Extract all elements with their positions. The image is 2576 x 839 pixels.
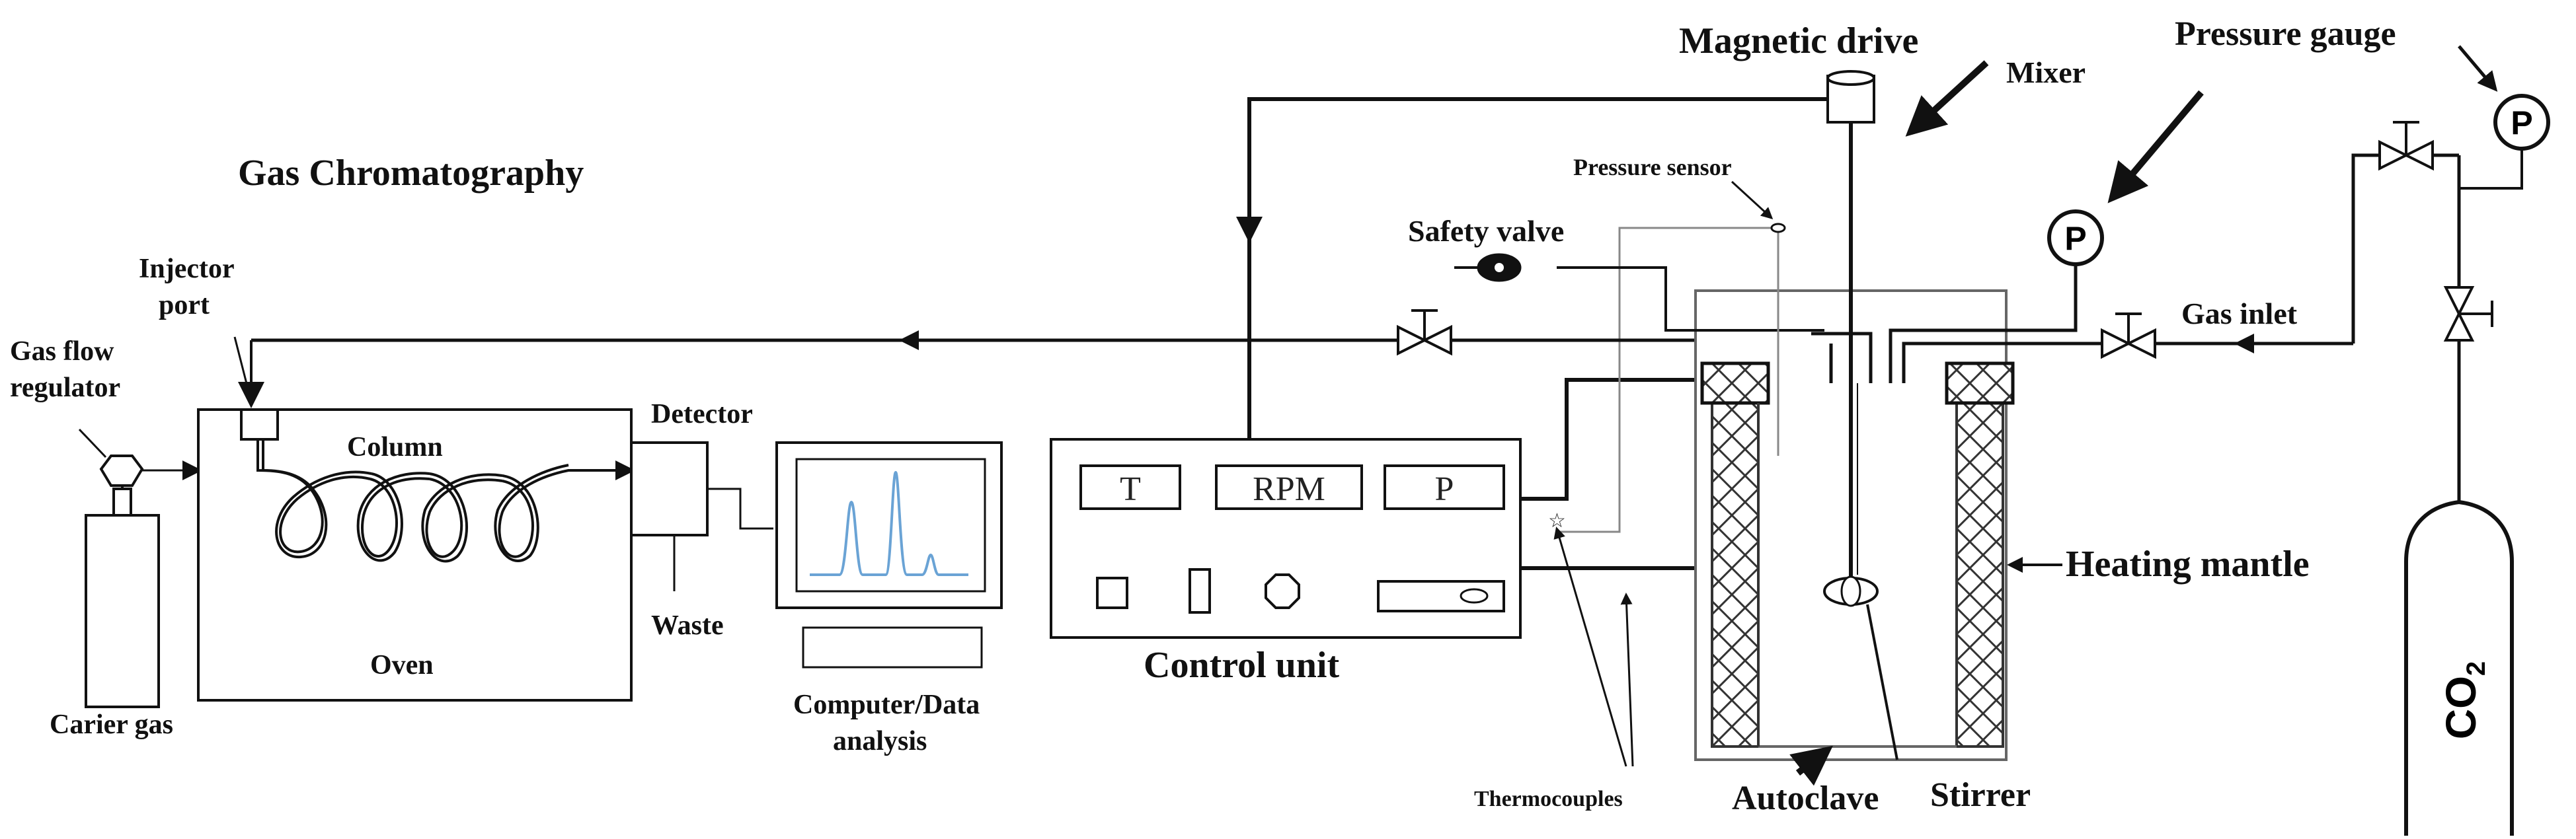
control-square-button [1096,577,1128,609]
top-valve-icon [2378,121,2434,171]
return-line-valve-icon [1397,309,1452,356]
co2-label: CO2 [2437,661,2491,739]
pressure-gauge-label: Pressure gauge [2175,15,2396,53]
svg-text:CO2: CO2 [2437,661,2491,739]
display-t: T [1120,470,1141,508]
display-t-box [1079,464,1181,510]
safety-valve-label: Safety valve [1408,214,1564,248]
detector-box [630,441,709,536]
waste-label: Waste [651,610,724,641]
cylinder-valve-icon [2443,286,2493,342]
gas-inlet-valve-icon [2101,312,2156,359]
pressure-gauge-right-icon [2493,94,2550,151]
detector-label: Detector [651,399,753,429]
display-p: P [1435,470,1454,508]
oven-label: Oven [370,650,434,680]
injector-port-label-2: port [159,290,210,320]
display-rpm-box [1215,464,1363,510]
pressure-gauge-left-icon [2047,209,2104,266]
carrier-gas-neck [112,488,132,517]
control-unit-label: Control unit [1144,645,1339,686]
heating-mantle-left [1711,402,1760,748]
computer-label-2: analysis [833,726,927,756]
display-rpm: RPM [1253,470,1325,508]
control-knob [1265,573,1300,609]
gas-chromatography-title: Gas Chromatography [238,153,584,194]
display-p-box [1384,464,1505,510]
computer-keyboard [802,626,983,669]
magnetic-drive-label: Magnetic drive [1679,20,1918,61]
heating-mantle-right [1955,402,2004,748]
injector-port-label-1: Injector [139,254,235,284]
gas-flow-regulator-label-2: regulator [10,373,120,403]
carrier-gas-cylinder [85,514,160,708]
thermocouples-label: Thermocouples [1474,787,1623,811]
chromatogram-peaks [810,470,968,576]
co2-cylinder [2404,499,2514,836]
column-label: Column [347,432,443,462]
carrier-gas-label: Carier gas [50,710,173,740]
control-vertical-switch [1189,568,1211,614]
control-to-drive-line [1247,97,1831,439]
pressure-sensor-label: Pressure sensor [1573,154,1732,180]
autoclave-label: Autoclave [1732,780,1879,817]
mixer-label: Mixer [2006,55,2086,89]
oven-box [197,408,633,702]
autoclave-flange-right [1945,361,2015,405]
heating-mantle-label: Heating mantle [2066,544,2310,585]
stirrer-label: Stirrer [1930,776,2031,814]
gas-flow-regulator-icon [99,455,144,487]
pressure-sensor-icon [1770,223,1786,233]
computer-label-1: Computer/Data [793,690,980,720]
pressure-gauge-left-symbol: P [2064,220,2086,257]
injector-port [240,408,279,441]
gas-flow-regulator-label-1: Gas flow [10,336,114,367]
pressure-gauge-right-symbol: P [2511,104,2532,141]
gc-column-coil [256,439,631,563]
autoclave-flange-left [1700,361,1770,405]
gas-inlet-label: Gas inlet [2181,297,2298,330]
